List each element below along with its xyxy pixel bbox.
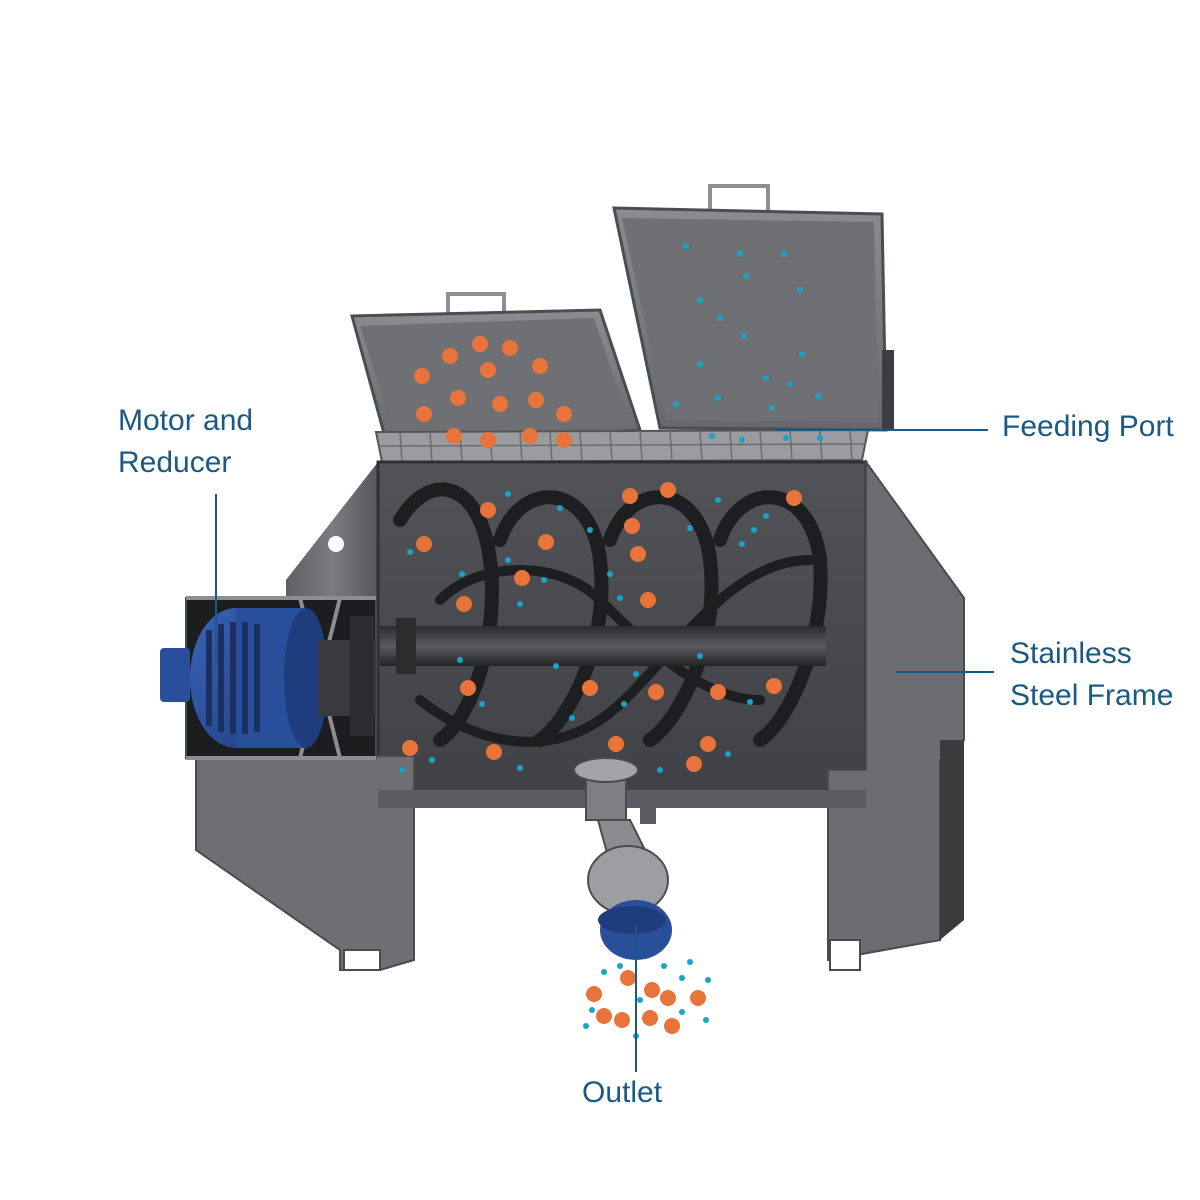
lid-left: [350, 308, 643, 450]
inspection-hole: [328, 536, 344, 552]
frame-label-line2: Steel Frame: [1010, 679, 1174, 712]
lid-handle-right: [708, 184, 770, 212]
frame-label-line1: Stainless: [1010, 637, 1132, 670]
electric-motor-icon: [160, 608, 376, 748]
lid-right: [612, 206, 894, 432]
lid-handle-left: [446, 292, 506, 316]
motor-label-line2: Reducer: [118, 446, 232, 479]
left-frame-leg: [195, 755, 415, 971]
particles-small: [399, 243, 823, 1039]
outlet-label-line1: Outlet: [582, 1076, 663, 1109]
motor-label-line1: Motor and: [118, 404, 254, 437]
motor-and-reducer-label: Motor and Reducer: [118, 400, 253, 484]
feeding-label-line1: Feeding Port: [1002, 410, 1174, 443]
outlet-label: Outlet: [582, 1072, 662, 1114]
agitator-shaft: [380, 626, 826, 666]
feeding-port-label: Feeding Port: [1002, 406, 1174, 448]
stainless-steel-frame: [827, 458, 965, 971]
ribbon-agitator: [393, 482, 828, 747]
stainless-steel-frame-label: Stainless Steel Frame: [1010, 633, 1173, 717]
shaft-collar: [396, 618, 416, 674]
leader-lines: [215, 429, 994, 1072]
particles-large: [402, 336, 802, 1034]
